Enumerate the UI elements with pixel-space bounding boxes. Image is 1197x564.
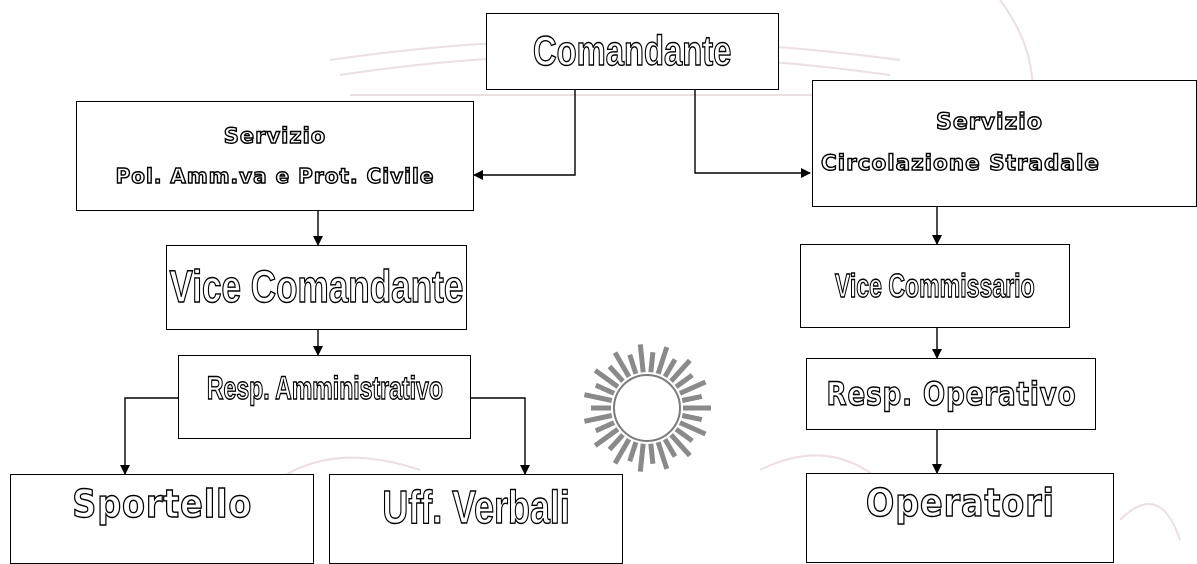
sun-ray [593, 427, 620, 448]
sun-ray [637, 344, 646, 373]
box-servizio-pol-amm: Servizio Pol. Amm.va e Prot. Civile [76, 101, 474, 211]
box-uff-verbali: Uff. Verbali [329, 474, 623, 564]
sun-emblem [583, 344, 711, 472]
label-servizio-cs-line1: Servizio [935, 110, 1043, 136]
label-comandante: Comandante [533, 27, 732, 75]
label-servizio-pa-line1: Servizio [223, 124, 327, 149]
label-sportello: Sportello [71, 481, 252, 526]
label-resp-operativo: Resp. Operativo [825, 374, 1077, 413]
box-resp-operativo: Resp. Operativo [806, 358, 1096, 430]
label-vice-commissario: Vice Commissario [835, 267, 1036, 305]
sun-ray [607, 364, 625, 383]
box-vice-comandante: Vice Comandante [166, 245, 467, 330]
sun-ray [669, 358, 692, 383]
sun-ray [583, 392, 613, 403]
box-comandante: Comandante [486, 13, 779, 90]
label-servizio-cs-line2: Circolazione Stradale [820, 150, 1100, 176]
sun-ray [662, 437, 678, 458]
sun-ray [612, 351, 632, 379]
sun-ray [662, 358, 678, 379]
link-comandante-servizio-cs [694, 90, 811, 178]
link-resp-amministrativo-sportello [120, 397, 178, 475]
box-sportello: Sportello [10, 474, 314, 564]
link-comandante-servizio-pa [473, 90, 576, 180]
box-operatori: Operatori [806, 473, 1114, 563]
sun-ray [655, 346, 670, 375]
sun-ray [627, 353, 639, 375]
sun-ray [583, 413, 613, 424]
sun-ray [674, 373, 694, 389]
sun-ray [678, 420, 707, 437]
sun-ray [669, 433, 692, 458]
link-resp-amministrativo-uff-verbali [471, 397, 530, 475]
sun-ray [678, 379, 707, 396]
label-operatori: Operatori [865, 480, 1055, 525]
sun-ray [594, 420, 616, 434]
sun-ray [655, 441, 670, 470]
sun-ray [607, 433, 625, 452]
label-vice-comandante: Vice Comandante [169, 261, 464, 313]
sun-ray [681, 393, 703, 403]
sun-ray [681, 413, 703, 423]
label-uff-verbali: Uff. Verbali [382, 480, 571, 533]
label-servizio-pa-line2: Pol. Amm.va e Prot. Civile [115, 163, 435, 188]
sun-ray [594, 382, 616, 396]
sun-ray [593, 368, 620, 389]
label-resp-amministrativo: Resp. Amministrativo [206, 369, 443, 406]
sun-ray [674, 427, 694, 443]
box-servizio-circolazione: Servizio Circolazione Stradale [812, 80, 1197, 207]
sun-ray [648, 443, 656, 464]
sun-ray [648, 352, 656, 373]
connector-lines [120, 90, 942, 475]
sun-ray [627, 441, 639, 463]
sun-ray [637, 443, 646, 472]
box-resp-amministrativo: Resp. Amministrativo [178, 355, 471, 439]
box-vice-commissario: Vice Commissario [800, 244, 1070, 328]
sun-ray [612, 437, 632, 465]
